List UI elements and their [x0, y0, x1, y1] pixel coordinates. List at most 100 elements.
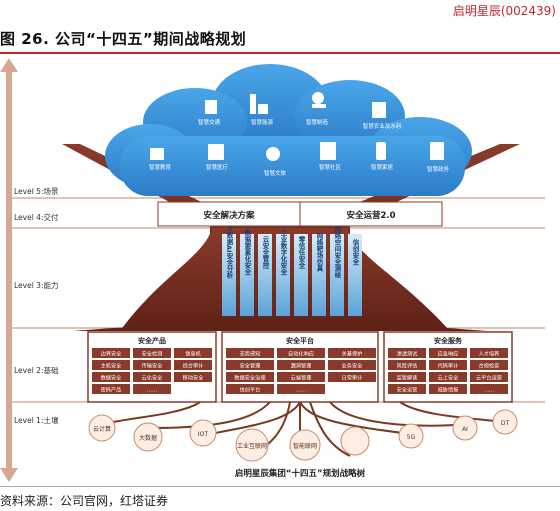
platform-item-box — [328, 348, 376, 358]
product-item-box — [174, 372, 212, 382]
service-item-box — [470, 348, 508, 358]
platform-item: 安全管理 — [240, 362, 262, 370]
level-2-label: Level 2:基础 — [14, 366, 59, 375]
platform-item-box — [226, 372, 274, 382]
foundation-services-title: 安全服务 — [434, 336, 463, 345]
platform-item-box — [277, 360, 325, 370]
strategy-tree-diagram: 智慧交通 智慧能源 智慧制造 智慧农业及水利 智慧教育 智慧医疗 智慧文旅 智慧… — [0, 58, 545, 482]
service-item-box — [429, 384, 467, 394]
scene-label-energy: 智慧能源 — [251, 118, 274, 126]
platform-item-box — [226, 384, 274, 394]
platform-item: 漏洞管理 — [291, 362, 313, 370]
capability-cyber-range: 网络靶场仿真 — [315, 232, 323, 272]
capability-xinchuang: 信创安全 — [351, 238, 360, 266]
level-3-label: Level 3:能力 — [14, 281, 59, 290]
scene-label-tourism: 智慧文旅 — [264, 169, 287, 177]
service-item: 监管解读 — [397, 374, 418, 382]
soil-cloud-computing: 云计算 — [93, 425, 111, 433]
product-item-box — [174, 360, 212, 370]
soil-dt: DT — [501, 420, 510, 427]
product-item: 密码产品 — [101, 386, 122, 394]
product-item-box — [174, 348, 212, 358]
capability-cyberspace-mapping: 网络空间安全测绘 — [333, 226, 342, 279]
service-item: …… — [484, 388, 494, 394]
scene-cloud — [105, 64, 472, 196]
platform-item-box — [226, 360, 274, 370]
title-divider — [0, 52, 560, 54]
service-item-box — [470, 360, 508, 370]
level-5-label: Level 5:场景 — [14, 187, 59, 196]
scene-label-agriculture: 智慧农业及水利 — [363, 122, 402, 130]
delivery-operations: 安全运营2.0 — [346, 210, 395, 221]
soil-industrial-internet: 工业互联网 — [237, 442, 267, 450]
service-item-box — [388, 360, 426, 370]
service-item: 风险评估 — [397, 362, 418, 370]
product-item-box — [133, 348, 171, 358]
source-note: 资料来源：公司官网，红塔证券 — [0, 494, 169, 508]
platform-item-box — [277, 384, 325, 394]
foundation-platform-title: 安全平台 — [286, 336, 314, 345]
service-item-box — [429, 348, 467, 358]
service-item: 安全运营 — [397, 386, 418, 394]
service-item: 人才培养 — [479, 350, 500, 358]
capability-data-element: 数据要素化安全 — [243, 228, 252, 276]
capability-bars — [222, 234, 362, 316]
stock-code-label: 启明星辰(002439) — [452, 4, 556, 18]
service-item: 渗透测试 — [397, 350, 419, 358]
soil-5g: 5G — [407, 434, 416, 441]
scene-label-medical: 智慧医疗 — [206, 163, 229, 171]
level-4-label: Level 4:交付 — [14, 213, 59, 222]
service-item-box — [388, 348, 426, 358]
product-item: 移动安全 — [183, 374, 205, 382]
scene-label-traffic: 智慧交通 — [198, 118, 221, 126]
platform-item: 态势感知 — [240, 350, 261, 358]
scene-label-government: 智慧政务 — [427, 165, 450, 173]
delivery-solution: 安全解决方案 — [203, 210, 255, 221]
product-item-box — [92, 384, 130, 394]
soil-big-data: 大数据 — [139, 434, 157, 442]
product-item-box — [133, 372, 171, 382]
service-item-box — [429, 372, 467, 382]
product-item-box — [92, 348, 130, 358]
service-item: 代码审计 — [438, 362, 459, 370]
soil-ai: AI — [462, 426, 468, 433]
product-item-box — [92, 360, 130, 370]
platform-item-box — [277, 372, 325, 382]
platform-item: 云端管理 — [291, 374, 313, 382]
product-item-box — [133, 360, 171, 370]
product-item: 安全检测 — [142, 350, 163, 358]
level-axis-arrow — [0, 58, 18, 482]
service-item: 应急响应 — [438, 350, 459, 358]
product-item: 堡垒机 — [185, 350, 201, 358]
platform-item-box — [328, 372, 376, 382]
capability-cloud: 云安全管控 — [261, 235, 270, 269]
tree-caption: 启明星辰集团“十四五”规划战略树 — [235, 468, 366, 479]
product-item: 主机安全 — [101, 362, 123, 370]
scene-label-community: 智慧社区 — [319, 163, 342, 171]
platform-item-box — [277, 348, 325, 358]
service-item: 云平台运营 — [476, 374, 502, 382]
product-item-box — [133, 384, 171, 394]
service-item-box — [388, 384, 426, 394]
service-item: 云上安全 — [438, 374, 460, 382]
figure-title: 图 26. 公司“十四五”期间战略规划 — [0, 30, 247, 48]
platform-item: 信创平台 — [240, 386, 261, 394]
scene-icons — [150, 92, 444, 161]
platform-item-box — [226, 348, 274, 358]
service-item-box — [429, 360, 467, 370]
capability-industrial: 工业数字化安全 — [279, 229, 288, 276]
soil-iot: IOT — [198, 431, 208, 438]
capability-zero-trust: 零信任安全 — [297, 234, 306, 269]
product-item-box — [92, 372, 130, 382]
platform-item-box — [328, 360, 376, 370]
platform-item: 关基保护 — [342, 350, 363, 358]
source-divider — [0, 486, 560, 487]
service-item: 威胁情报 — [438, 386, 459, 394]
scene-label-education: 智慧教育 — [149, 163, 172, 171]
service-item-box — [388, 372, 426, 382]
service-item-box — [470, 384, 508, 394]
platform-item: 数据安全治理 — [234, 374, 266, 382]
product-item: 综合审计 — [183, 362, 204, 370]
soil-smart-network: 智能联网 — [293, 442, 317, 450]
product-item: 传输安全 — [142, 362, 164, 370]
